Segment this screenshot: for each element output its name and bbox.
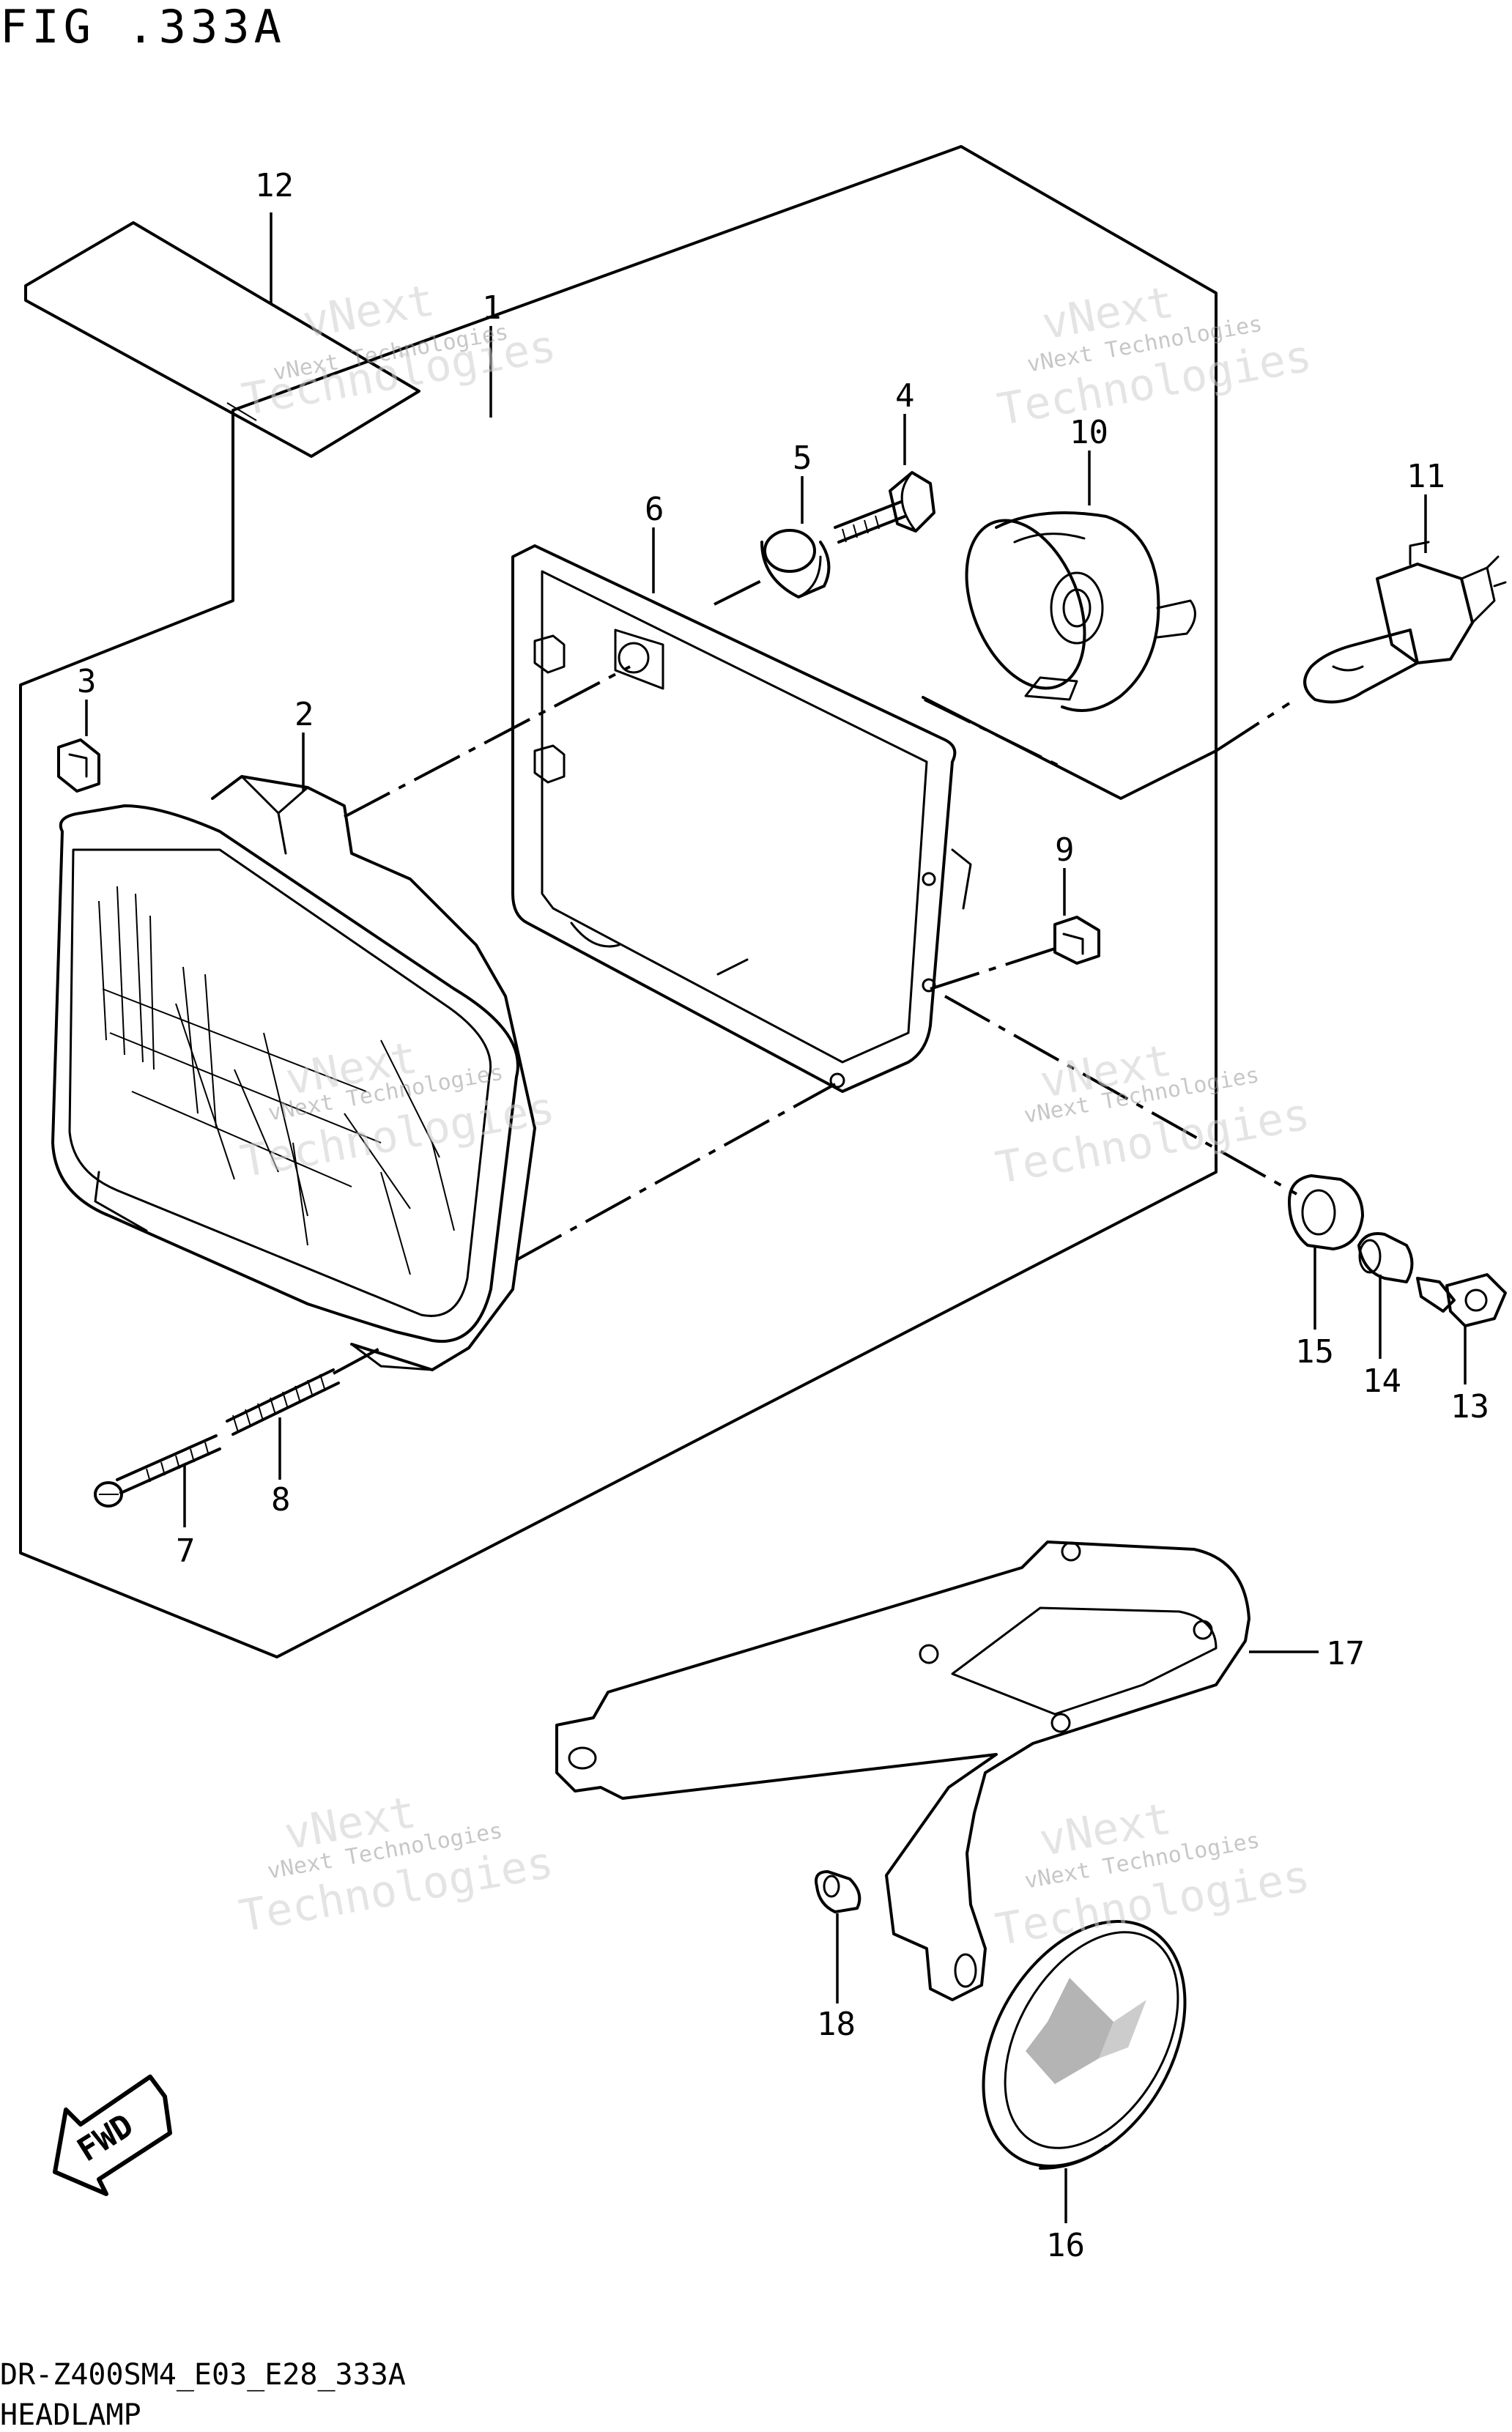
part-12-label-sticker <box>24 221 420 458</box>
part-13-bolt <box>1416 1273 1507 1327</box>
part-10-socket-cover <box>965 511 1196 712</box>
callout-11: 11 <box>1407 458 1445 495</box>
part-5-grommet <box>760 529 831 598</box>
watermark-word-b: Technologies <box>238 320 560 426</box>
part-8-spring <box>226 1368 340 1436</box>
callout-9: 9 <box>1055 831 1075 869</box>
callout-18: 18 <box>817 2006 856 2043</box>
part-18-nut <box>815 1870 861 1913</box>
part-14-collar <box>1357 1232 1414 1283</box>
callout-17: 17 <box>1326 1635 1365 1672</box>
callout-numbers: 12 1 4 5 10 11 6 3 2 9 15 14 13 8 7 17 1… <box>77 167 1489 2264</box>
part-11-bulb <box>1303 541 1507 704</box>
callout-2: 2 <box>294 696 314 733</box>
model-code: DR-Z400SM4_E03_E28_333A <box>0 2358 406 2392</box>
part-6-mounting-frame <box>511 544 972 1093</box>
part-17-bracket <box>555 1541 1250 2001</box>
figure-title: FIG .333A <box>0 0 286 53</box>
callout-12: 12 <box>255 167 294 204</box>
part-3-clip-nut <box>57 738 100 793</box>
callout-4: 4 <box>895 377 915 415</box>
watermarks: vNext Technologies vNext Technologies vN… <box>236 275 1316 1956</box>
callout-13: 13 <box>1450 1388 1489 1426</box>
part-2-headlamp-unit <box>51 775 536 1371</box>
callout-1: 1 <box>482 289 502 327</box>
callout-6: 6 <box>645 491 664 528</box>
assembly-box-outline <box>19 145 1218 1658</box>
callout-3: 3 <box>77 663 97 700</box>
part-9-clip-nut <box>1053 916 1100 965</box>
callout-16: 16 <box>1046 2227 1085 2264</box>
fwd-arrow: FWD <box>53 2075 172 2196</box>
part-7-adjust-screw <box>94 1434 221 1508</box>
part-15-cushion <box>1288 1174 1364 1250</box>
section-name: HEADLAMP <box>0 2398 141 2432</box>
callout-10: 10 <box>1070 414 1108 451</box>
callout-7: 7 <box>176 1532 196 1570</box>
part-4-screw <box>834 471 935 544</box>
assembly-guide-lines <box>333 577 1297 1375</box>
leader-lines <box>85 212 1467 2223</box>
part-16-reflector <box>982 1919 1187 2170</box>
callout-14: 14 <box>1363 1363 1401 1400</box>
frame-clip-nuts <box>533 634 566 784</box>
callout-8: 8 <box>271 1481 291 1519</box>
callout-15: 15 <box>1295 1333 1334 1371</box>
callout-5: 5 <box>793 440 812 477</box>
